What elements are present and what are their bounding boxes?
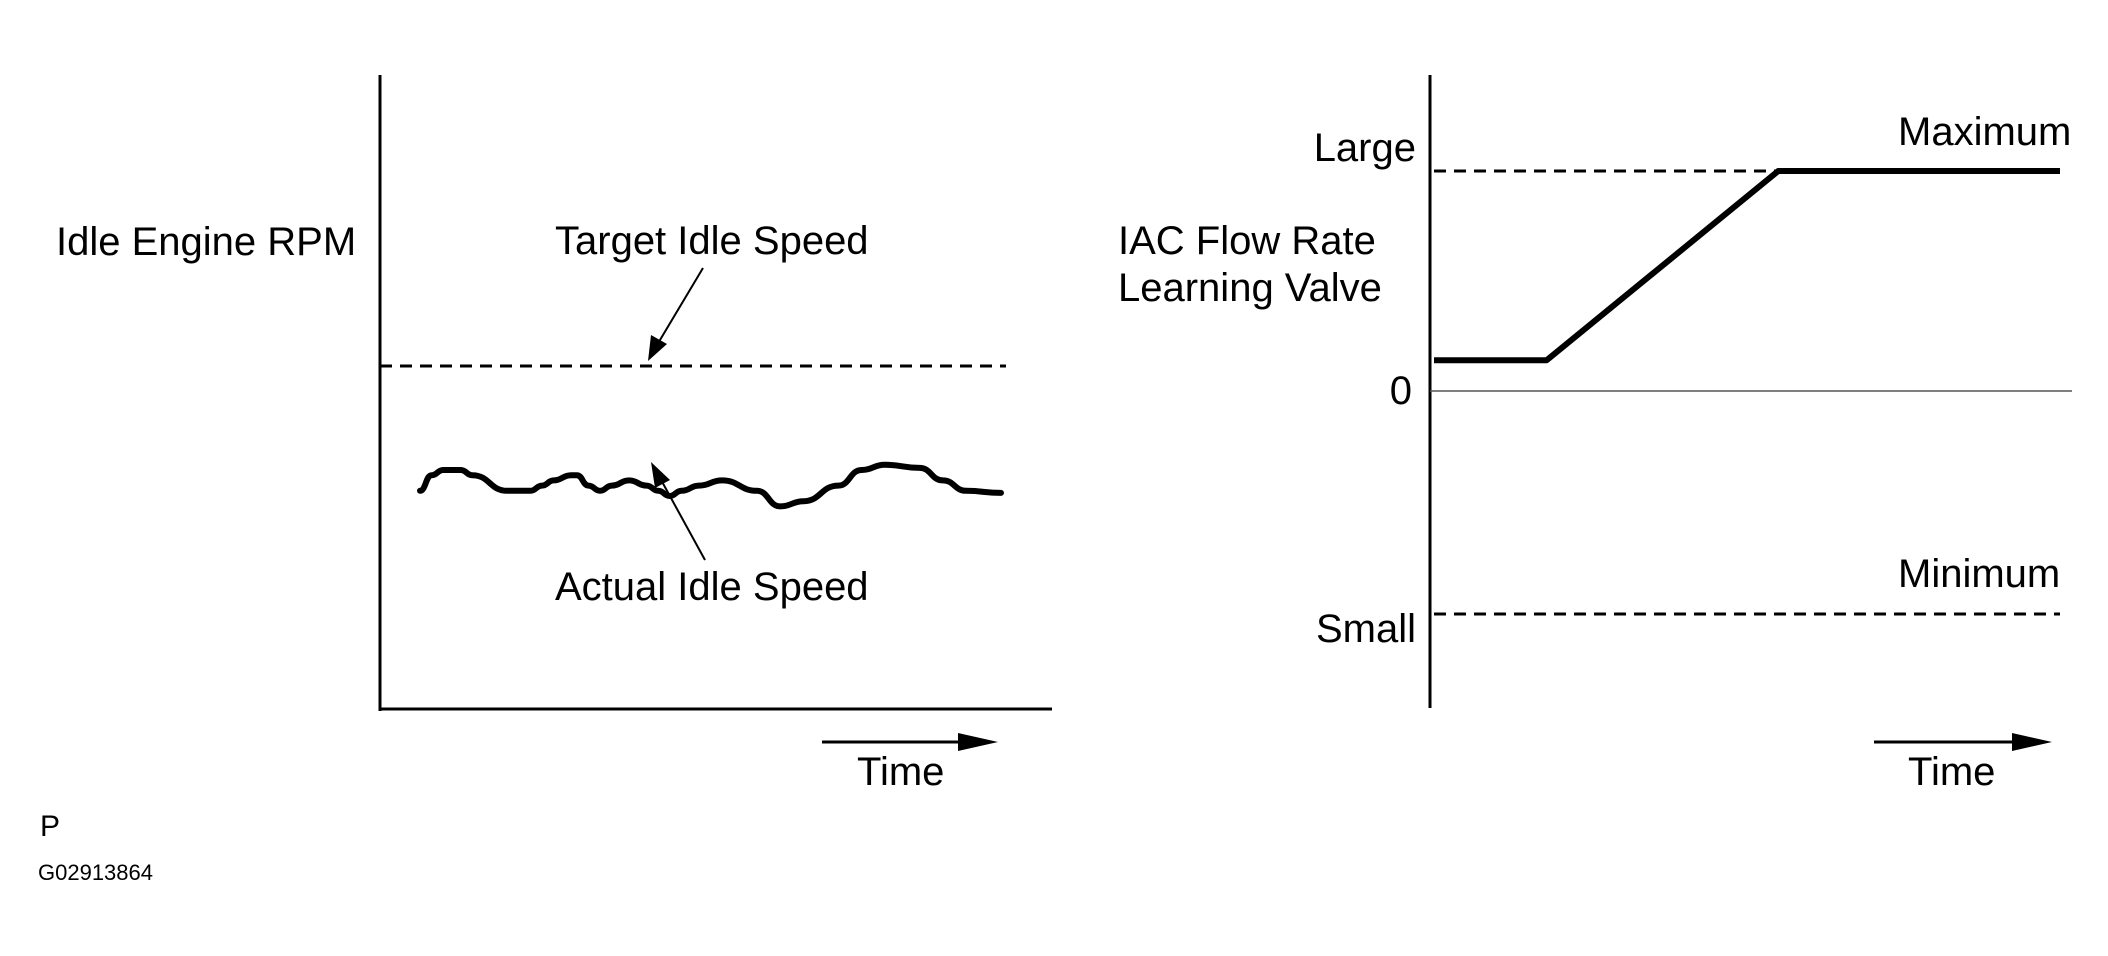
left-time-arrow-head xyxy=(958,733,998,751)
actual-pointer-arrowhead xyxy=(651,462,670,488)
target-pointer-arrowhead xyxy=(648,335,667,361)
figure-code-number: G02913864 xyxy=(38,860,153,885)
right-x-axis-label: Time xyxy=(1908,750,1995,794)
maximum-annotation: Maximum xyxy=(1898,110,2071,154)
target-idle-speed-annotation: Target Idle Speed xyxy=(555,219,869,263)
iac-flow-rate-chart: Large 0 Small IAC Flow Rate Learning Val… xyxy=(1118,75,2072,794)
actual-idle-speed-annotation: Actual Idle Speed xyxy=(555,565,869,609)
left-x-axis-label: Time xyxy=(857,750,944,794)
y-tick-large: Large xyxy=(1314,126,1416,170)
minimum-annotation: Minimum xyxy=(1898,552,2060,596)
right-y-axis-label-line-1: IAC Flow Rate xyxy=(1118,219,1376,263)
y-tick-zero: 0 xyxy=(1390,369,1412,413)
right-time-arrow-head xyxy=(2012,733,2052,751)
actual-idle-speed-line xyxy=(417,461,1004,510)
left-y-axis-label: Idle Engine RPM xyxy=(56,220,356,264)
learning-value-line xyxy=(1434,168,2060,364)
right-y-axis-label-line-2: Learning Valve xyxy=(1118,266,1382,310)
right-y-axis-label: IAC Flow Rate Learning Valve xyxy=(1118,219,1387,310)
idle-speed-chart: Idle Engine RPM Target Idle Speed Actual… xyxy=(56,75,1052,794)
actual-pointer-line xyxy=(659,477,706,561)
target-pointer-line xyxy=(656,267,704,346)
y-tick-small: Small xyxy=(1316,607,1416,651)
figure-code-letter: P xyxy=(40,810,60,843)
